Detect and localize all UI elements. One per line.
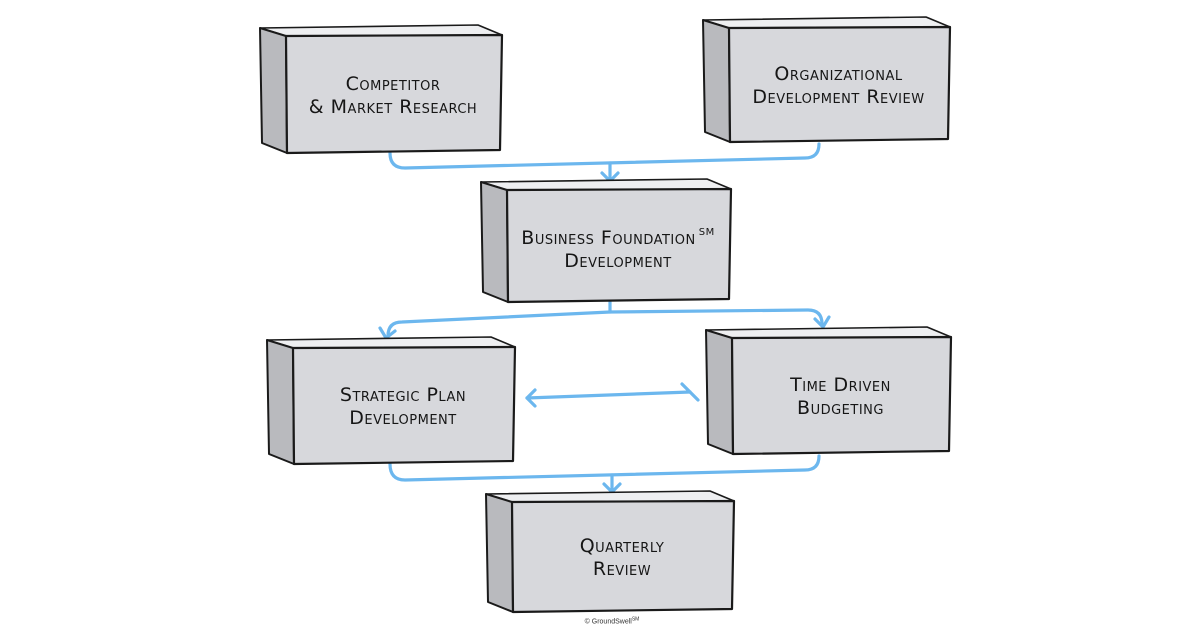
label-line-2: Budgeting bbox=[797, 397, 884, 419]
box-foundation bbox=[480, 178, 733, 304]
box-strategic bbox=[266, 336, 517, 466]
label-line-1: Time Driven bbox=[790, 374, 891, 397]
box-orgdev bbox=[702, 16, 952, 144]
box-front-face bbox=[505, 187, 733, 304]
merge-connector-bottom bbox=[388, 454, 821, 482]
box-front-face bbox=[727, 25, 952, 144]
label-line-1: Competitor bbox=[309, 73, 477, 96]
label-line-2: Development bbox=[564, 250, 672, 272]
label-text: Time Driven bbox=[790, 374, 891, 396]
merge-connector-top bbox=[388, 142, 821, 170]
label-text: Strategic Plan bbox=[339, 384, 467, 406]
split-connector bbox=[386, 308, 824, 338]
box-front-face bbox=[730, 335, 953, 456]
box-side-face bbox=[480, 181, 509, 303]
box-quarterly bbox=[485, 490, 736, 614]
label-line-1: Quarterly bbox=[580, 535, 665, 558]
copyright-text: © GroundSwell bbox=[584, 618, 632, 626]
label-line-1: Strategic Plan bbox=[340, 384, 466, 407]
box-side-face bbox=[705, 329, 734, 455]
label-text: Quarterly bbox=[579, 535, 665, 557]
box-side-face bbox=[266, 339, 295, 465]
box-label-competitor: Competitor& Market Research bbox=[309, 73, 477, 119]
bidirectional-connector bbox=[525, 390, 692, 400]
label-line-1: Organizational bbox=[752, 63, 924, 86]
box-budgeting bbox=[705, 326, 953, 456]
box-side-face bbox=[259, 27, 288, 154]
box-front-face bbox=[291, 345, 517, 466]
arrowhead-to-strategic-left bbox=[525, 388, 537, 408]
label-line-2: & Market Research bbox=[308, 95, 478, 118]
box-competitor bbox=[259, 24, 504, 155]
process-boxes bbox=[259, 16, 953, 614]
copyright-notice: © GroundSwellSM bbox=[585, 616, 640, 625]
box-front-face bbox=[510, 499, 736, 614]
box-side-face bbox=[485, 493, 514, 613]
label-line-2: Development Review bbox=[752, 86, 925, 108]
label-text: Business Foundation bbox=[521, 227, 696, 249]
label-line-2: Review bbox=[592, 558, 652, 580]
box-front-face bbox=[284, 33, 504, 155]
service-mark: SM bbox=[631, 616, 640, 623]
label-line-2: Development bbox=[349, 407, 457, 429]
service-mark: SM bbox=[698, 227, 715, 238]
label-text: Competitor bbox=[345, 72, 441, 95]
label-text: Organizational bbox=[774, 63, 903, 85]
arrowhead-to-budgeting-right bbox=[680, 382, 700, 402]
box-side-face bbox=[702, 19, 731, 143]
arrowhead-to-budgeting bbox=[813, 315, 831, 329]
